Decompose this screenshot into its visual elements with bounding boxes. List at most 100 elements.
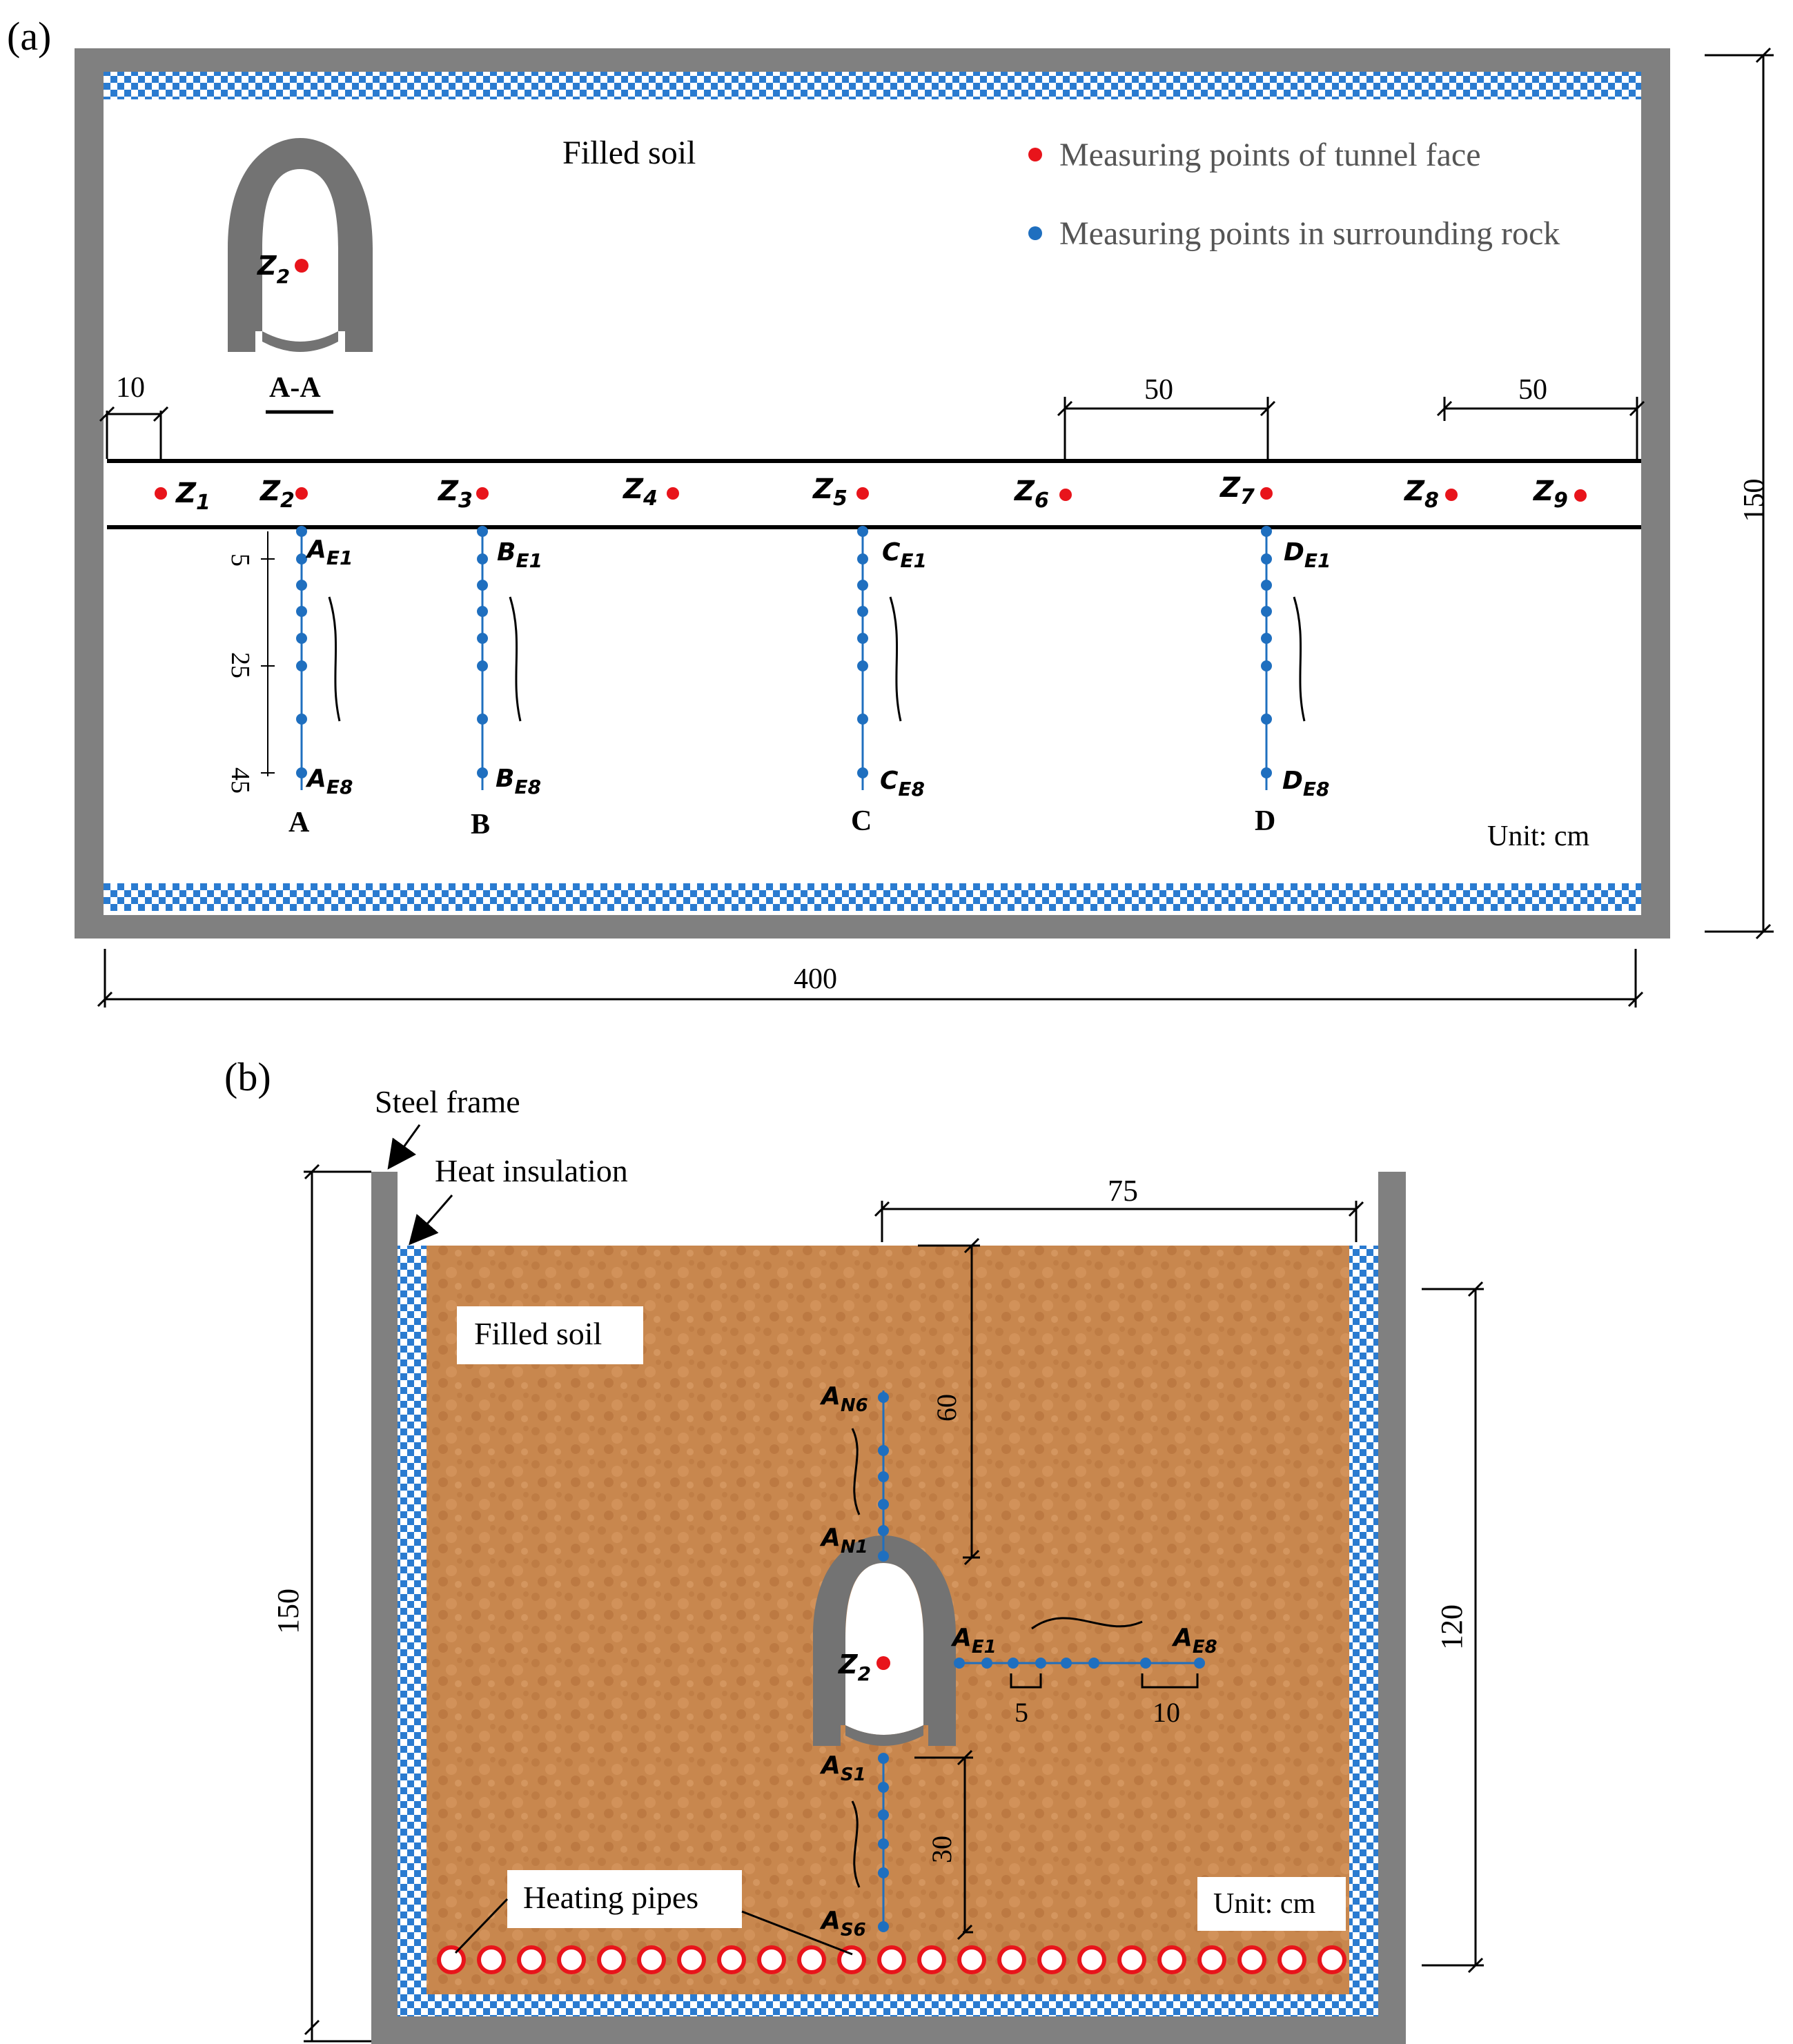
line-c-point-4: [857, 606, 868, 617]
line-d-point-7: [1261, 714, 1272, 725]
line-a-point-8: [296, 767, 307, 778]
panel-a-bottom-insulation: [104, 883, 1641, 911]
heating-pipe-17: [1077, 1945, 1106, 1974]
legend-face-label: Measuring points of tunnel face: [1059, 137, 1481, 173]
heating-pipe-2: [477, 1945, 506, 1974]
heating-pipe-14: [957, 1945, 986, 1974]
line-d-point-6: [1261, 660, 1272, 671]
z4-point: [667, 487, 679, 500]
dim-30-label: 30: [926, 1836, 957, 1863]
section-label: A-A: [269, 372, 321, 404]
an-ellipsis-mark: [851, 1428, 861, 1515]
z2-point: [295, 487, 308, 500]
as1-label: AS1: [819, 1751, 866, 1785]
heat-insulation-arrow: [409, 1195, 453, 1246]
dim-10-b-label: 10: [1153, 1697, 1180, 1728]
line-d-point-2: [1261, 553, 1272, 564]
line-a-top-label: AE1: [305, 535, 353, 569]
section-tunnel-icon: [228, 138, 373, 352]
ae-point-3: [1008, 1658, 1019, 1669]
as-ellipsis-mark: [851, 1800, 861, 1888]
heating-pipe-21: [1237, 1945, 1266, 1974]
dim-120-marker: [1422, 1281, 1484, 1974]
an-point-3: [878, 1471, 889, 1482]
panel-a-filled-soil-label: Filled soil: [562, 135, 696, 171]
as-point-1: [878, 1753, 889, 1764]
ae-ellipsis-mark: [1031, 1617, 1143, 1630]
heating-pipe-20: [1197, 1945, 1226, 1974]
as-point-5: [878, 1867, 889, 1878]
panel-b-unit-box: [1197, 1877, 1346, 1931]
z2-label: Z2: [259, 475, 295, 513]
heating-pipe-3: [517, 1945, 546, 1974]
an-point-4: [878, 1499, 889, 1510]
z3-label: Z3: [437, 475, 473, 513]
line-d-point-5: [1261, 633, 1272, 644]
z9-label: Z9: [1532, 475, 1568, 513]
an1-label: AN1: [819, 1524, 868, 1557]
line-c-point-1: [857, 526, 868, 537]
line-a-point-6: [296, 660, 307, 671]
dim-10-b-marker: [1141, 1673, 1199, 1689]
heating-pipe-19: [1157, 1945, 1186, 1974]
line-c-point-3: [857, 580, 868, 591]
heating-pipe-8: [717, 1945, 746, 1974]
line-b-point-3: [477, 580, 488, 591]
heating-pipes-label: Heating pipes: [523, 1880, 698, 1915]
z7-point: [1260, 487, 1273, 500]
line-a-ellipsis-mark: [328, 596, 341, 722]
panel-a-label: (a): [7, 14, 51, 59]
dim-400-label: 400: [794, 963, 837, 995]
heating-pipe-5: [597, 1945, 626, 1974]
z6-label: Z6: [1013, 475, 1049, 513]
line-c-point-5: [857, 633, 868, 644]
line-b-point-1: [477, 526, 488, 537]
heating-pipe-6: [637, 1945, 666, 1974]
ae-point-4: [1035, 1658, 1046, 1669]
dim-10-label: 10: [116, 372, 145, 404]
z7-label: Z7: [1219, 472, 1255, 509]
dim-60-label: 60: [931, 1394, 962, 1422]
as-point-6: [878, 1921, 889, 1932]
dim-5-label: 5: [1015, 1697, 1028, 1728]
dim-10-marker: [99, 406, 169, 459]
heating-pipe-4: [557, 1945, 586, 1974]
z1-point: [155, 487, 167, 500]
z5-label: Z5: [812, 473, 847, 511]
heating-pipe-12: [877, 1945, 906, 1974]
as6-label: AS6: [819, 1907, 866, 1940]
ae-point-5: [1061, 1658, 1072, 1669]
line-c-point-6: [857, 660, 868, 671]
heating-pipe-13: [917, 1945, 946, 1974]
depth-45-label: 45: [226, 767, 255, 794]
depth-5-label: 5: [226, 553, 255, 567]
dim-50-left-marker: [1057, 397, 1276, 459]
line-b-point-6: [477, 660, 488, 671]
depth-25-label: 25: [226, 652, 255, 678]
heating-pipes-leader-left: [454, 1898, 509, 1954]
line-c-top-label: CE1: [882, 538, 927, 572]
legend-rock-point-icon: [1028, 226, 1042, 240]
dim-50-left-label: 50: [1144, 374, 1173, 406]
z8-label: Z8: [1403, 475, 1439, 513]
line-b-point-8: [477, 767, 488, 778]
line-c-name: C: [851, 805, 872, 837]
dim-5-marker: [1010, 1673, 1042, 1689]
z8-point: [1445, 489, 1458, 501]
panel-a-unit-label: Unit: cm: [1487, 820, 1589, 852]
heating-pipe-16: [1037, 1945, 1066, 1974]
dim-150-b-marker: [304, 1163, 371, 2043]
heating-pipe-11: [837, 1945, 866, 1974]
z1-label: Z1: [175, 478, 210, 515]
line-d-top-label: DE1: [1284, 538, 1331, 572]
dim-400-marker: [97, 949, 1644, 1008]
ae8-label: AE8: [1171, 1624, 1217, 1658]
heating-pipes-leader-right: [741, 1910, 853, 1956]
heating-pipe-7: [677, 1945, 706, 1974]
line-a-point-7: [296, 714, 307, 725]
legend-rock-label: Measuring points in surrounding rock: [1059, 215, 1560, 252]
line-c-ellipsis-mark: [889, 596, 902, 722]
line-d-name: D: [1255, 805, 1275, 837]
line-b-point-2: [477, 553, 488, 564]
heating-pipe-23: [1317, 1945, 1346, 1974]
